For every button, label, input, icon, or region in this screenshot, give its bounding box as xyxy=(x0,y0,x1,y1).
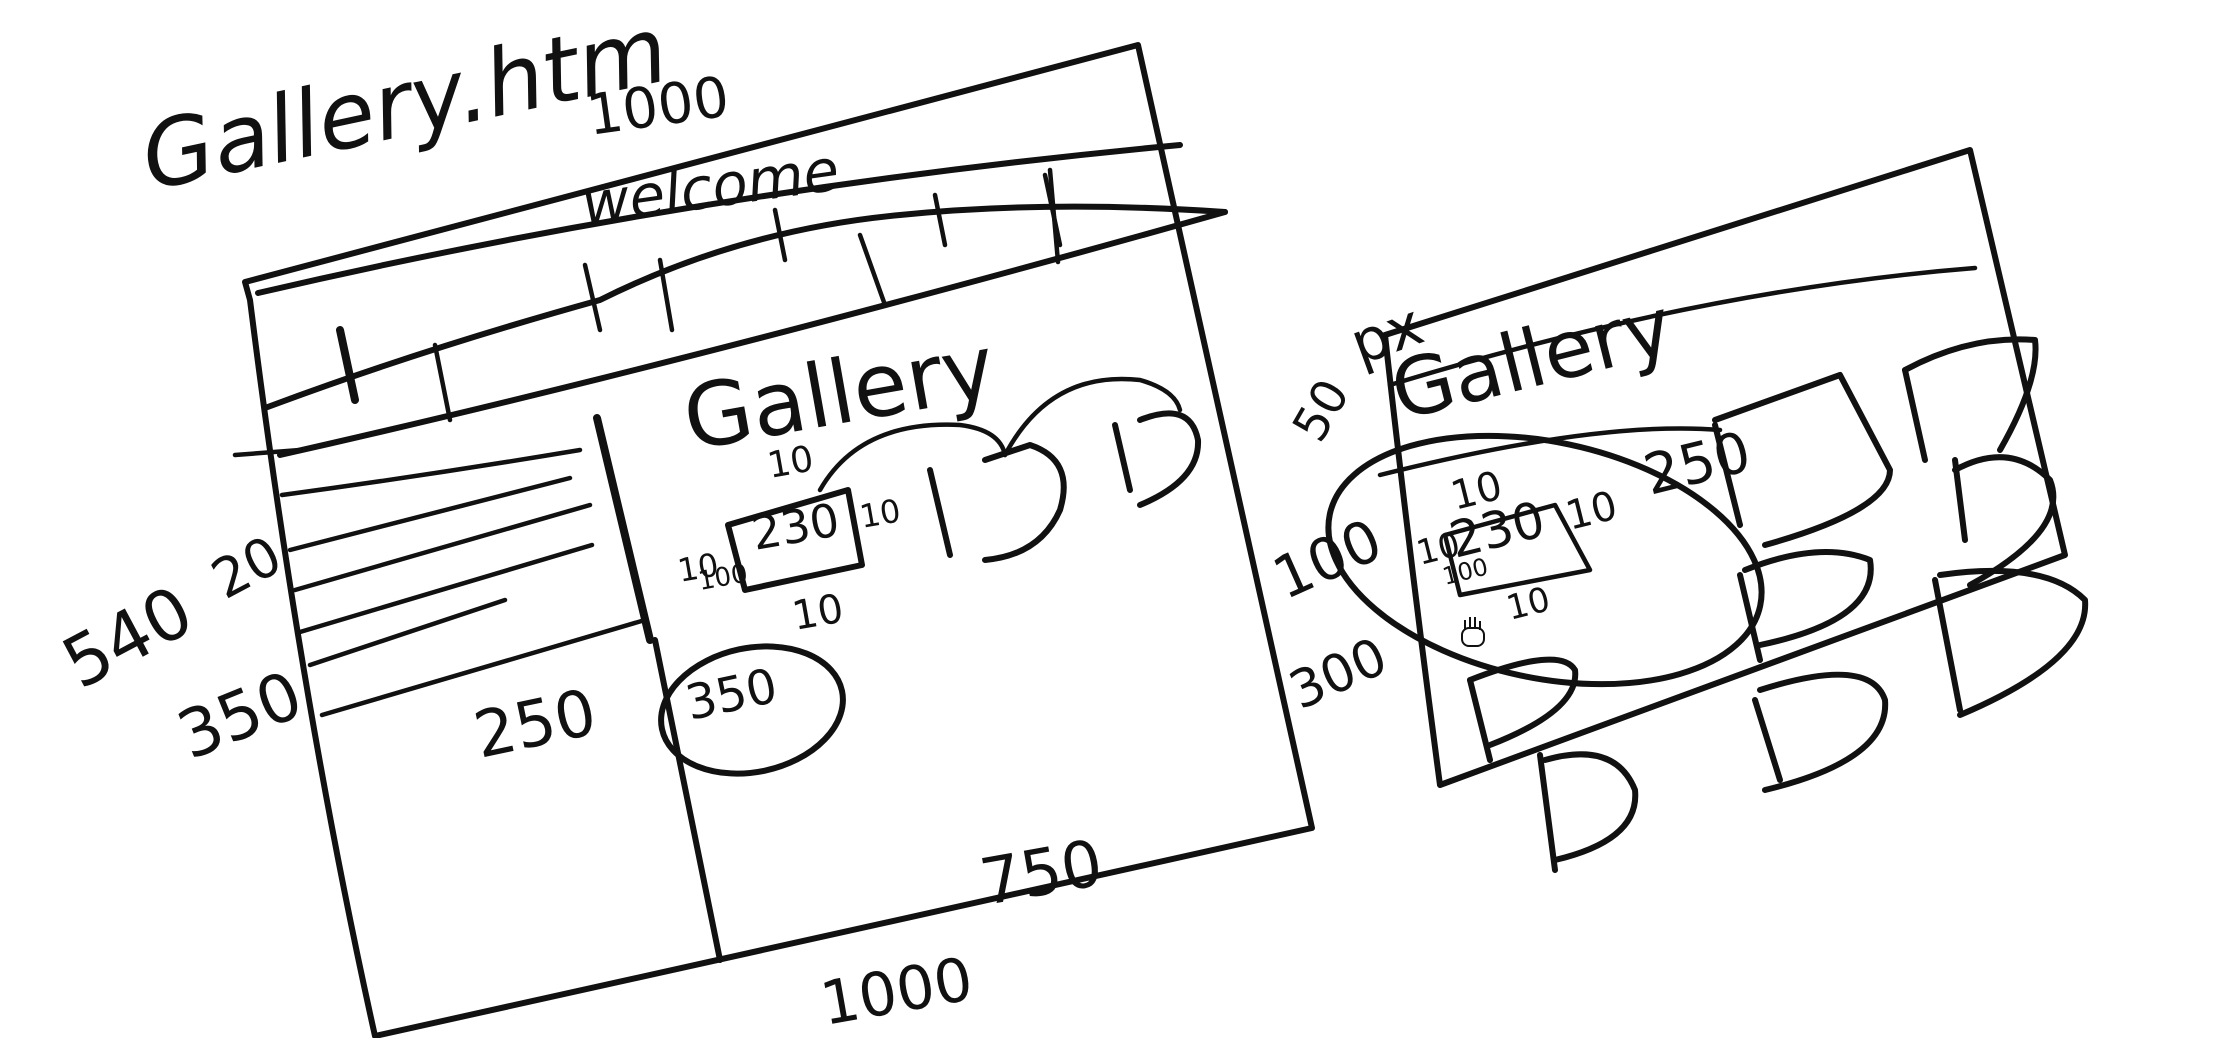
card-width-label: 250 xyxy=(1638,420,1757,509)
gallery-card-shape xyxy=(1470,680,1490,760)
nav-separator xyxy=(935,195,945,245)
spacing-top-label: 10 xyxy=(764,439,816,487)
left-header-text: welcome xyxy=(577,136,843,239)
sidebar-margin-label: 20 xyxy=(202,524,292,612)
sidebar-width-label: 250 xyxy=(468,676,603,774)
nav-marker xyxy=(340,330,355,400)
inner-right-label: 10 xyxy=(1561,483,1622,540)
left-section-heading: Gallery xyxy=(676,315,1003,471)
sidebar-height-label: 540 xyxy=(49,570,205,705)
hand-grab-cursor-icon xyxy=(1462,617,1484,646)
gallery-card-shape xyxy=(1545,754,1635,860)
nav-separator xyxy=(860,235,885,305)
left-wireframe: 1000 welcome Gallery 540 20 350 250 10 1… xyxy=(49,45,1312,1038)
sidebar-line xyxy=(295,505,590,590)
thumbnail-shape xyxy=(1115,425,1130,490)
gallery-card-shape xyxy=(1905,370,1925,460)
thumb-width-label: 230 xyxy=(748,492,844,560)
left-bottom-width-label: 1000 xyxy=(815,944,978,1038)
content-width-label: 750 xyxy=(975,827,1108,921)
row-bottom-label: 300 xyxy=(1281,627,1396,722)
right-height-label: 50 xyxy=(1282,370,1361,451)
thumbnail-shape xyxy=(985,445,1064,560)
gallery-card-shape xyxy=(1755,700,1780,780)
sidebar-line xyxy=(310,600,505,665)
nav-separator xyxy=(1050,170,1058,262)
right-heading: Gallery xyxy=(1382,279,1681,438)
sidebar-divider xyxy=(597,418,650,640)
right-wireframe: px 50 Gallery 10 10 230 10 100 10 250 10… xyxy=(1263,150,2085,870)
thumbnail-shape xyxy=(1140,413,1198,505)
spacing-bottom-label: 10 xyxy=(789,586,847,640)
row-height-label: 100 xyxy=(1263,506,1392,613)
sidebar-bottom-label: 350 xyxy=(167,656,313,775)
gallery-card-shape xyxy=(1540,755,1555,870)
nav-separator xyxy=(585,265,600,330)
spacing-right-label: 10 xyxy=(857,491,904,535)
nav-separator xyxy=(435,345,450,420)
thumbnail-shape xyxy=(930,470,950,555)
